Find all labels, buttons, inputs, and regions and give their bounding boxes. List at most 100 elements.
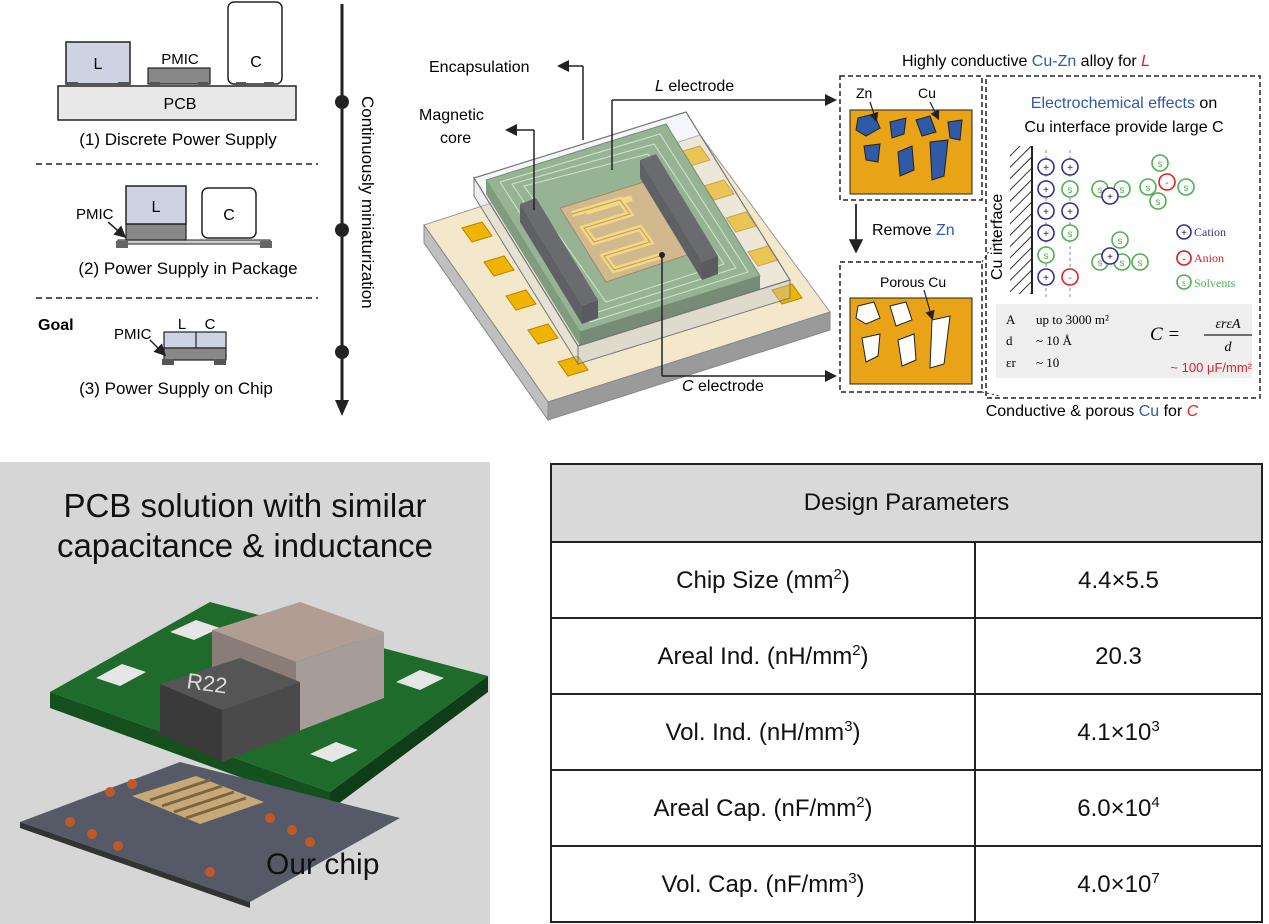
- param-er: εr: [1006, 355, 1016, 370]
- package-caption: (2) Power Supply in Package: [78, 259, 297, 278]
- table-header: Design Parameters: [550, 463, 1263, 543]
- param-value: 4.4×5.5: [1078, 566, 1159, 594]
- porous-cu-note: Conductive & porous Cu for C: [986, 403, 1199, 420]
- svg-text:s: s: [1098, 185, 1103, 196]
- param-d-val: ~ 10 Å: [1036, 333, 1073, 348]
- discrete-c-label: C: [250, 54, 262, 71]
- table-row: Chip Size (mm2) 4.4×5.5: [550, 541, 1263, 619]
- svg-text:+: +: [1067, 207, 1073, 218]
- cap-value: ~ 100 μF/mm²: [1170, 360, 1252, 375]
- table-row: Areal Ind. (nH/mm2) 20.3: [550, 617, 1263, 695]
- cu-interface-label: Cu interface: [989, 194, 1006, 280]
- param-label: Areal Ind. (nH/mm: [657, 642, 853, 670]
- electro-line2: Cu interface provide large C: [1024, 119, 1223, 136]
- svg-text:s: s: [1068, 185, 1073, 196]
- discrete-pmic-label: PMIC: [161, 51, 199, 68]
- svg-text:+: +: [1067, 163, 1073, 174]
- table-row: Vol. Cap. (nF/mm3) 4.0×107: [550, 845, 1263, 923]
- param-label: Areal Cap. (nF/mm: [653, 794, 857, 822]
- svg-text:+: +: [1181, 228, 1187, 239]
- device-callouts: Encapsulation L electrode Magnetic core …: [419, 59, 837, 395]
- svg-text:s: s: [1146, 183, 1151, 194]
- discrete-pcb-label: PCB: [164, 96, 197, 113]
- c-electrode-letter: C: [682, 378, 694, 395]
- chip-c-label: C: [205, 316, 216, 333]
- svg-text:s: s: [1068, 229, 1073, 240]
- formula-lhs: C =: [1150, 324, 1180, 345]
- svg-text:s: s: [1120, 185, 1125, 196]
- table-header-row: Design Parameters: [550, 463, 1263, 543]
- zoom-line-top: [981, 233, 1001, 263]
- param-label: Vol. Cap. (nF/mm: [661, 870, 849, 898]
- svg-text:L electrode: L electrode: [655, 78, 734, 95]
- legend-cation: Cation: [1194, 225, 1226, 239]
- zoom-line-bottom: [981, 391, 1001, 397]
- svg-text:s: s: [1044, 251, 1049, 262]
- porous-cu-label: Porous Cu: [880, 274, 946, 290]
- magnetic-core-line1: Magnetic: [419, 107, 484, 124]
- device-3d: [423, 111, 831, 422]
- svg-text:s: s: [1120, 258, 1125, 269]
- package-power-supply: PMIC L C (2) Power Supply in Package: [76, 185, 298, 278]
- svg-text:s: s: [1184, 183, 1189, 194]
- remove-zn-step: Remove Zn: [848, 204, 955, 254]
- l-electrode-label: electrode: [668, 78, 734, 95]
- chip-power-supply: Goal PMIC L C (3) Power Supply on Chip: [38, 316, 273, 398]
- table-row: Areal Cap. (nF/mm2) 6.0×104: [550, 769, 1263, 847]
- svg-text:+: +: [1043, 163, 1049, 174]
- svg-text:s: s: [1156, 197, 1161, 208]
- param-value: 20.3: [1095, 642, 1142, 670]
- svg-text:+: +: [1043, 207, 1049, 218]
- formula-den: d: [1225, 340, 1233, 355]
- svg-text:Remove Zn: Remove Zn: [872, 222, 955, 239]
- architecture-diagram: L PMIC C PCB (1) Discrete Power Supply P…: [36, 1, 1261, 422]
- svg-text:s: s: [1182, 278, 1186, 289]
- axis-label: Continuously miniaturization: [358, 96, 377, 309]
- param-value: 4.0×10: [1077, 870, 1152, 898]
- l-electrode-letter: L: [655, 78, 664, 95]
- magnetic-core-line2: core: [440, 130, 471, 147]
- svg-text:+: +: [1043, 229, 1049, 240]
- svg-text:Electrochemical effects on: Electrochemical effects on: [1031, 95, 1217, 112]
- svg-text:C electrode: C electrode: [682, 378, 764, 395]
- legend-solvents: Solvents: [1194, 276, 1236, 290]
- photo-caption-line2: capacitance & inductance: [56, 527, 434, 564]
- package-l-label: L: [152, 199, 161, 216]
- photo-caption-line1: PCB solution with similar: [63, 487, 427, 524]
- chip-pmic-label: PMIC: [114, 326, 152, 343]
- svg-text:-: -: [1068, 273, 1071, 284]
- our-chip-label: Our chip: [266, 848, 380, 881]
- legend-anion: Anion: [1194, 251, 1224, 265]
- svg-text:s: s: [1158, 159, 1163, 170]
- zn-label: Zn: [856, 85, 872, 101]
- param-er-val: ~ 10: [1036, 355, 1059, 370]
- package-c-label: C: [223, 207, 235, 224]
- comparison-photo: R22 PCB solution with similar capacitanc…: [0, 462, 490, 924]
- discrete-power-supply: L PMIC C PCB (1) Discrete Power Supply: [57, 1, 297, 149]
- discrete-caption: (1) Discrete Power Supply: [79, 130, 277, 149]
- design-parameters-table: Design Parameters Chip Size (mm2) 4.4×5.…: [550, 463, 1263, 923]
- electrochemical-inset: Electrochemical effects on Cu interface …: [985, 75, 1261, 399]
- param-a: A: [1006, 312, 1016, 327]
- svg-text:+: +: [1043, 273, 1049, 284]
- svg-text:-: -: [1182, 254, 1185, 265]
- miniaturization-axis: Continuously miniaturization: [335, 4, 377, 416]
- svg-text:s: s: [1118, 236, 1123, 247]
- encapsulation-label: Encapsulation: [429, 59, 530, 76]
- c-electrode-label: electrode: [698, 378, 764, 395]
- param-d: d: [1006, 333, 1013, 348]
- param-label: Vol. Ind. (nH/mm: [665, 718, 845, 746]
- chip-caption: (3) Power Supply on Chip: [79, 379, 273, 398]
- svg-text:-: -: [1165, 178, 1168, 189]
- chip-l-label: L: [178, 316, 186, 333]
- formula-num: εrεA: [1215, 317, 1240, 332]
- inductor-marking: R22: [185, 668, 228, 698]
- table-row: Vol. Ind. (nH/mm3) 4.1×103: [550, 693, 1263, 771]
- porous-cu-inset: Porous Cu: [839, 261, 983, 393]
- goal-label: Goal: [38, 317, 74, 334]
- svg-text:s: s: [1098, 258, 1103, 269]
- param-label: Chip Size (mm: [676, 566, 834, 594]
- param-value: 4.1×10: [1077, 718, 1152, 746]
- param-value: 6.0×10: [1077, 794, 1152, 822]
- svg-text:s: s: [1138, 258, 1143, 269]
